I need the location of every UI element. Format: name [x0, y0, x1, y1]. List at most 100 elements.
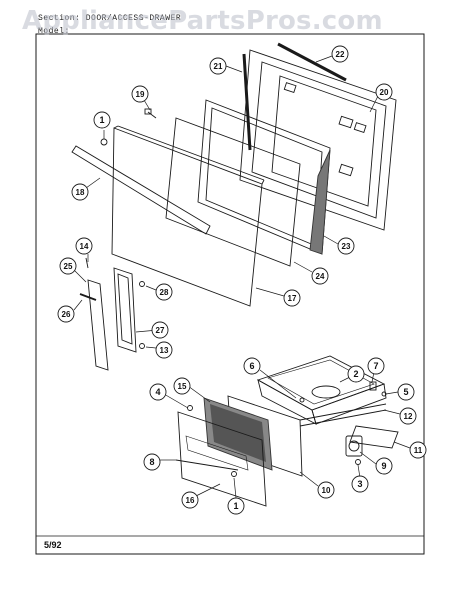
callout-circle [347, 365, 365, 383]
part-18-door-handle [71, 145, 211, 235]
callout-c14: 14 [75, 237, 93, 255]
callout-c20: 20 [375, 83, 393, 101]
callout-c2: 2 [347, 365, 365, 383]
callout-c13: 13 [155, 341, 173, 359]
callout-c17: 17 [283, 289, 301, 307]
part-21-door-seal-rod [242, 53, 252, 151]
callout-circle [173, 377, 191, 395]
model-header: Model: [38, 27, 70, 36]
part-8-drawer-bracket [175, 459, 239, 471]
part-6-screw [299, 397, 305, 403]
callout-number: 16 [186, 496, 195, 505]
callout-number: 5 [403, 387, 408, 397]
part-27-trim-bracket [113, 267, 137, 353]
part-28-screw [139, 281, 145, 287]
part-25-side-trim [87, 279, 109, 371]
callout-c15: 15 [173, 377, 191, 395]
part-4-screw [187, 405, 193, 411]
callout-c18: 18 [71, 183, 89, 201]
callout-c12: 12 [399, 407, 417, 425]
callout-c6: 6 [243, 357, 261, 375]
callout-circle [71, 183, 89, 201]
callout-labels: 2221201911823241714252826271362754151211… [57, 45, 427, 515]
watermark-text: AppliancePartsPros.com [22, 6, 383, 36]
part-26-clip [79, 293, 97, 301]
callout-c28: 28 [155, 283, 173, 301]
callout-number: 13 [160, 346, 169, 355]
callout-c11: 11 [409, 441, 427, 459]
callout-circle [375, 457, 393, 475]
callout-number: 22 [336, 50, 345, 59]
part-24-inner-glass-panel [165, 117, 301, 267]
callout-circle [143, 453, 161, 471]
callout-number: 6 [249, 361, 254, 371]
callout-circle [399, 407, 417, 425]
callout-c8: 8 [143, 453, 161, 471]
callout-circle [93, 111, 111, 129]
callout-number: 25 [64, 262, 73, 271]
callout-circle [131, 85, 149, 103]
callout-number: 11 [414, 446, 423, 455]
callout-c22: 22 [331, 45, 349, 63]
callout-circle [151, 321, 169, 339]
part-17-outer-door-panel [111, 125, 265, 307]
callout-circle [337, 237, 355, 255]
part-14-screw [85, 257, 89, 269]
callout-c25: 25 [59, 257, 77, 275]
callout-number: 26 [62, 310, 71, 319]
part-7-bracket [369, 381, 377, 391]
callout-c21: 21 [209, 57, 227, 75]
part-1-drawer-screw [231, 471, 237, 477]
part-13-screw [139, 343, 145, 349]
callout-c7: 7 [367, 357, 385, 375]
part-22-door-gasket-strip [277, 42, 347, 82]
part-23-door-insulation-frame [197, 99, 331, 255]
callout-circle [243, 357, 261, 375]
callout-number: 20 [380, 88, 389, 97]
callout-number: 15 [178, 382, 187, 391]
callout-c24: 24 [311, 267, 329, 285]
callout-c5: 5 [397, 383, 415, 401]
section-header: Section: DOOR/ACCESS-DRAWER [38, 14, 181, 23]
callout-number: 3 [357, 479, 362, 489]
part-12-drawer-slide [299, 403, 387, 427]
section-name: DOOR/ACCESS-DRAWER [85, 14, 182, 23]
part-3-screw [355, 459, 361, 465]
part-19-screw [144, 108, 157, 119]
callout-number: 17 [288, 294, 297, 303]
diagram-border [35, 33, 425, 555]
part-9-drawer-roller [345, 435, 363, 457]
callout-circle [59, 257, 77, 275]
callout-circle [155, 283, 173, 301]
callout-circle [367, 357, 385, 375]
callout-number: 7 [373, 361, 378, 371]
callout-number: 10 [322, 486, 331, 495]
callout-c1b: 1 [227, 497, 245, 515]
callout-c3: 3 [351, 475, 369, 493]
part-11-drawer-guide [349, 425, 399, 449]
callout-number: 4 [155, 387, 160, 397]
callout-circle [283, 289, 301, 307]
callout-circle [375, 83, 393, 101]
callout-c19: 19 [131, 85, 149, 103]
callout-c9: 9 [375, 457, 393, 475]
callout-circle [209, 57, 227, 75]
callout-number: 18 [76, 188, 85, 197]
callout-number: 14 [80, 242, 89, 251]
callout-c10: 10 [317, 481, 335, 499]
leader-lines [73, 55, 411, 499]
callout-number: 21 [214, 62, 223, 71]
footer-date-code: 5/92 [44, 540, 62, 550]
callout-circle [57, 305, 75, 323]
callout-number: 27 [156, 326, 165, 335]
callout-number: 28 [160, 288, 169, 297]
callout-number: 2 [353, 369, 358, 379]
callout-circle [227, 497, 245, 515]
part-16-drawer-front [177, 411, 267, 507]
callout-c16: 16 [181, 491, 199, 509]
callout-circle [351, 475, 369, 493]
part-15-drawer-insulation [203, 397, 273, 471]
callout-circle [317, 481, 335, 499]
part-1-door-screw [100, 130, 108, 146]
